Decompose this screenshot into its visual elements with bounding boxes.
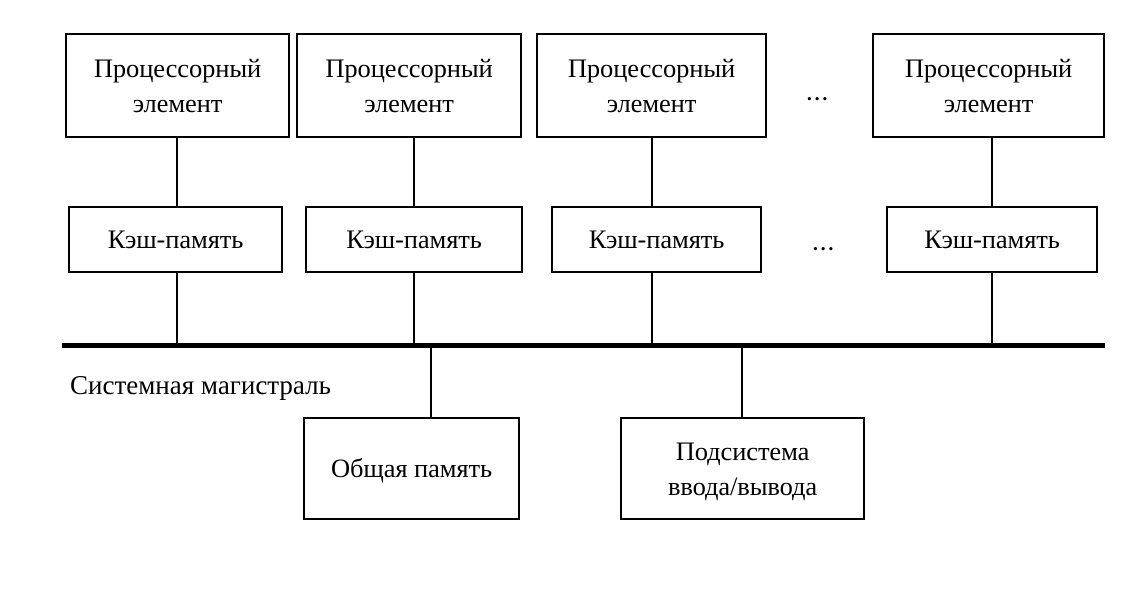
processor-element-label-line1: Процессорный xyxy=(325,52,493,83)
connector-cache3-to-bus xyxy=(651,271,653,347)
processor-element-label-line2: элемент xyxy=(364,87,454,118)
system-bus-line xyxy=(62,343,1105,348)
cache-memory-label: Кэш-память xyxy=(107,224,244,255)
connector-bus-to-shared-memory xyxy=(430,345,432,418)
processor-element-label-line1: Процессорный xyxy=(904,52,1073,83)
processor-element-box-2[interactable]: Процессорный элемент xyxy=(296,33,522,138)
processor-element-box-3[interactable]: Процессорный элемент xyxy=(536,33,767,138)
io-subsystem-label-line1: Подсистема xyxy=(675,435,810,466)
cache-row-ellipsis: ... xyxy=(812,226,836,256)
shared-memory-box[interactable]: Общая память xyxy=(303,417,520,520)
processor-element-label-line1: Процессорный xyxy=(567,52,736,83)
connector-pe1-to-cache1 xyxy=(176,136,178,208)
cache-memory-box-4[interactable]: Кэш-память xyxy=(886,206,1098,273)
processor-element-label-line1: Процессорный xyxy=(93,52,262,83)
io-subsystem-label-line2: ввода/вывода xyxy=(667,470,818,501)
io-subsystem-box[interactable]: Подсистема ввода/вывода xyxy=(620,417,865,520)
system-bus-label: Системная магистраль xyxy=(70,370,331,400)
processor-element-box-1[interactable]: Процессорный элемент xyxy=(65,33,290,138)
connector-cache1-to-bus xyxy=(176,271,178,347)
connector-pe4-to-cache4 xyxy=(991,136,993,208)
cache-memory-label: Кэш-память xyxy=(346,224,482,255)
shared-memory-label: Общая память xyxy=(331,453,492,484)
connector-pe3-to-cache3 xyxy=(651,136,653,208)
cache-memory-label: Кэш-память xyxy=(924,224,1060,255)
cache-memory-box-1[interactable]: Кэш-память xyxy=(68,206,283,273)
connector-cache2-to-bus xyxy=(413,271,415,347)
processor-row-ellipsis: ... xyxy=(806,76,830,106)
cache-memory-label: Кэш-память xyxy=(588,224,725,255)
processor-element-label-line2: элемент xyxy=(132,87,223,118)
cache-memory-box-3[interactable]: Кэш-память xyxy=(551,206,762,273)
connector-cache4-to-bus xyxy=(991,271,993,347)
processor-element-label-line2: элемент xyxy=(606,87,697,118)
processor-element-label-line2: элемент xyxy=(943,87,1034,118)
cache-memory-box-2[interactable]: Кэш-память xyxy=(305,206,523,273)
connector-bus-to-io-subsystem xyxy=(741,345,743,418)
processor-element-box-4[interactable]: Процессорный элемент xyxy=(872,33,1105,138)
connector-pe2-to-cache2 xyxy=(413,136,415,208)
